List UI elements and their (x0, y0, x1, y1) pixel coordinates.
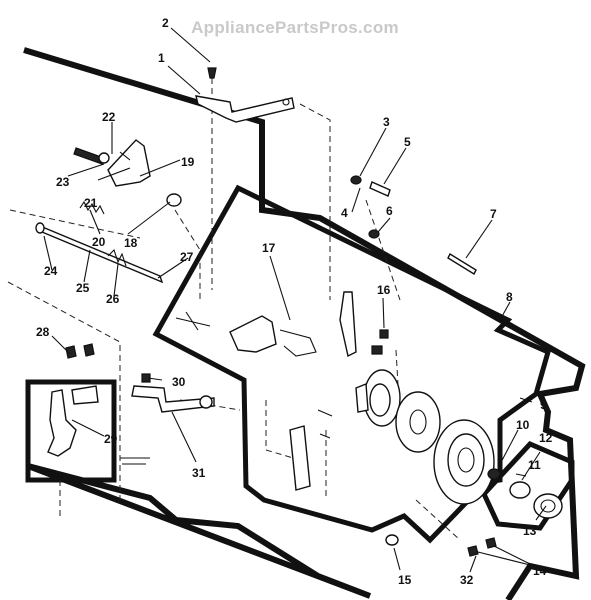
latch-inset-box (25, 379, 117, 483)
part-20-spring (79, 200, 105, 215)
callout-4: 4 (341, 206, 348, 220)
part-1-bracket (195, 95, 295, 123)
callout-21: 21 (84, 196, 98, 210)
callout-18: 18 (124, 236, 138, 250)
part-13-cap (533, 493, 563, 519)
part-lever-vertical (339, 291, 357, 358)
part-19-lever-assembly (97, 139, 151, 187)
callout-16: 16 (377, 283, 391, 297)
callout-22: 22 (102, 110, 116, 124)
callout-labels: 1 2 3 4 5 6 7 8 9 10 11 12 13 14 15 16 1… (36, 16, 553, 587)
part-25-rod (35, 222, 164, 284)
callout-1: 1 (158, 51, 165, 65)
callout-5: 5 (404, 135, 411, 149)
callout-13: 13 (523, 524, 537, 538)
part-drum (433, 419, 495, 505)
watermark-text: AppliancePartsPros.com (191, 18, 399, 37)
part-17-actuator (175, 311, 317, 357)
part-29-latch (47, 385, 150, 465)
callout-32: 32 (460, 573, 474, 587)
part-2-screw (207, 67, 217, 79)
callout-19: 19 (181, 155, 195, 169)
clutch-inset-box (481, 441, 575, 531)
callout-10: 10 (516, 418, 530, 432)
callout-29: 29 (104, 432, 118, 446)
callout-7: 7 (490, 207, 497, 221)
leader-lines (43, 27, 547, 573)
callout-25: 25 (76, 281, 90, 295)
callout-27: 27 (180, 250, 194, 264)
part-18-washer (166, 193, 182, 207)
callout-9: 9 (540, 398, 547, 412)
part-3-4-5-6-hardware (350, 175, 391, 239)
part-30-31-link (131, 373, 215, 413)
callout-24: 24 (44, 264, 58, 278)
part-pulley-hub (355, 369, 401, 427)
inner-housing-outline (152, 184, 552, 544)
callout-3: 3 (383, 115, 390, 129)
callout-11: 11 (528, 458, 541, 472)
callout-2: 2 (162, 16, 169, 30)
callout-23: 23 (56, 175, 70, 189)
part-23-bolt (73, 147, 110, 165)
part-10-bushing (487, 468, 501, 480)
part-9-plate (395, 391, 441, 453)
dashed-guide-lines (7, 78, 461, 541)
callout-12: 12 (539, 431, 553, 445)
part-16-nut (371, 329, 389, 355)
part-7-pin (447, 253, 477, 275)
callout-31: 31 (192, 466, 206, 480)
callout-26: 26 (106, 292, 120, 306)
callout-14: 14 (533, 564, 547, 578)
callout-30: 30 (172, 375, 186, 389)
part-28-screws (65, 343, 95, 359)
outer-panel-outline (23, 47, 586, 600)
part-15-washer (385, 534, 399, 546)
callout-8: 8 (506, 290, 513, 304)
callout-20: 20 (92, 235, 106, 249)
callout-15: 15 (398, 573, 412, 587)
callout-6: 6 (386, 204, 393, 218)
callout-28: 28 (36, 325, 50, 339)
callout-17: 17 (262, 241, 276, 255)
part-11-12-clutch (509, 473, 531, 499)
part-switch-assembly (289, 409, 333, 491)
part-32-14-fasteners (467, 537, 497, 557)
